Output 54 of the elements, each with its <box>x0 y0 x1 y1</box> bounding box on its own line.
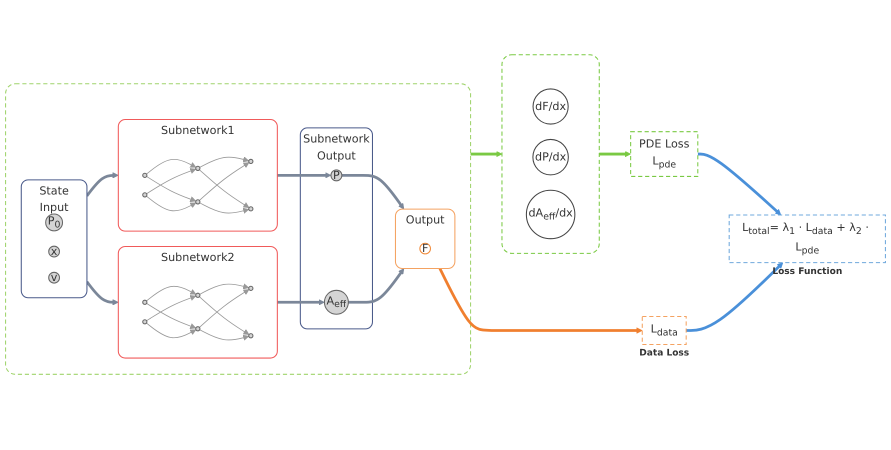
group-box: Subnetwork1 <box>118 119 278 232</box>
arrow <box>146 176 196 202</box>
loss-box: L$_{total}$= λ$_{1}$ · L$_{data}$ + λ$_{2}$ · L$_{pde}$ <box>728 214 886 264</box>
neuron-circle: dF/dx <box>532 88 569 125</box>
neuron-circle: P$_{0}$ <box>45 214 64 232</box>
arrow <box>146 322 196 338</box>
neuron-circle <box>248 206 254 212</box>
arrow <box>599 151 631 158</box>
arrow <box>146 302 196 330</box>
arrow <box>146 158 196 174</box>
loss-box: PDE Loss L$_{pde}$ <box>630 131 698 177</box>
group-box: Subnetwork2 <box>118 246 278 359</box>
arrow <box>146 286 196 302</box>
arrow <box>470 151 502 158</box>
arrow <box>198 169 250 208</box>
arrow <box>199 329 250 341</box>
arrow <box>146 196 196 212</box>
arrow <box>342 174 404 210</box>
neuron-circle: v <box>48 270 60 284</box>
neuron-circle: P <box>330 168 342 182</box>
arrow <box>199 283 250 295</box>
arrow <box>146 168 196 194</box>
neuron-circle: dA$_{eff}$/dx <box>526 190 576 240</box>
neuron-circle <box>195 166 200 171</box>
neuron-circle <box>248 333 254 338</box>
arrow <box>86 280 119 306</box>
loss-box: L$_{data}$ <box>642 316 687 346</box>
arrow <box>198 162 250 201</box>
arrow <box>686 262 784 332</box>
arrow <box>277 299 325 306</box>
arrow <box>348 268 404 304</box>
arrow <box>198 296 250 335</box>
neuron-circle: A$_{eff}$ <box>324 290 349 315</box>
caption-text: Loss Function <box>772 266 842 277</box>
neuron-circle: F <box>419 242 431 255</box>
arrow <box>438 268 643 334</box>
neuron-circle <box>195 292 200 298</box>
arrow <box>198 289 250 328</box>
arrow <box>146 295 196 322</box>
neuron-circle <box>142 319 148 324</box>
neuron-circle <box>248 158 254 164</box>
neuron-circle <box>142 172 148 178</box>
arrow <box>199 202 250 214</box>
arrow <box>277 172 332 178</box>
caption-text: Data Loss <box>639 348 690 359</box>
neuron-circle <box>195 199 200 204</box>
neuron-circle <box>142 192 148 198</box>
neuron-circle <box>142 300 148 305</box>
neuron-circle <box>248 286 254 291</box>
arrow <box>199 156 250 168</box>
arrow <box>698 152 782 216</box>
neuron-circle: dP/dx <box>532 138 569 176</box>
neuron-circle <box>195 326 200 332</box>
arrow <box>86 172 119 197</box>
